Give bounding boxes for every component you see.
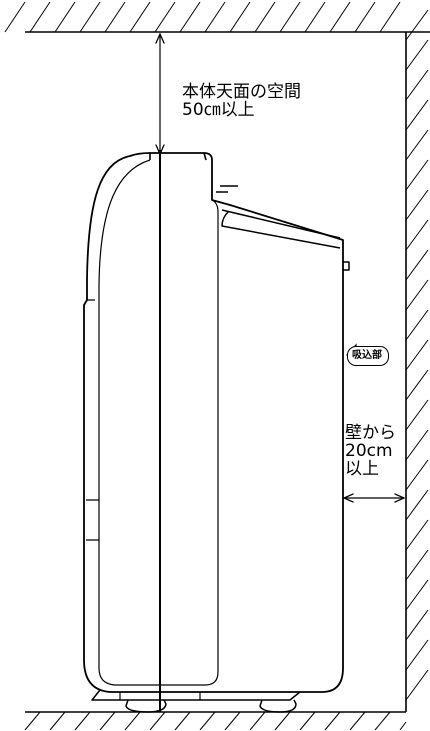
top-clearance-line-2: 50㎝以上 (182, 99, 255, 120)
side-clearance-line-1: 壁から (345, 423, 396, 443)
intake-label: 吸込部 (347, 346, 389, 366)
top-clearance-label: 本体天面の空間 50㎝以上 (182, 82, 301, 120)
side-clearance-line-2: 20cm (345, 440, 393, 461)
side-clearance-label: 壁から 20cm 以上 (345, 423, 396, 479)
ceiling-hatch (4, 1, 430, 33)
wall-hatch (405, 9, 429, 712)
intake-label-text: 吸込部 (352, 350, 382, 361)
appliance-side-view (83, 150, 350, 713)
top-clearance-line-1: 本体天面の空間 (182, 82, 301, 102)
floor-hatch (24, 711, 407, 731)
side-clearance-line-3: 以上 (345, 458, 379, 479)
